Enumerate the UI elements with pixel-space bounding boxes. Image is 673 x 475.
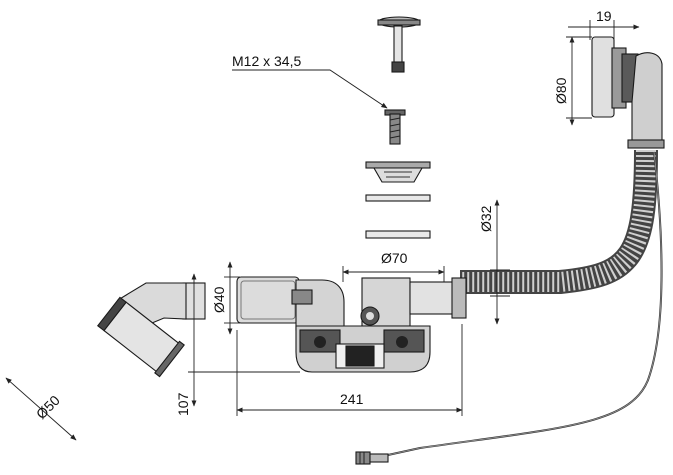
drain-diameter-dimension: Ø50 (5, 377, 77, 441)
length-dimension: 241 (236, 324, 463, 416)
length-label: 241 (340, 391, 364, 407)
drain-body (236, 276, 467, 373)
height-dimension: 107 (175, 273, 300, 416)
standpipe-dia-label: Ø32 (478, 205, 494, 232)
screw (384, 109, 406, 145)
overflow-depth-dimension: 19 (568, 8, 640, 40)
cable-end-connector (355, 451, 389, 465)
gasket-lower (365, 230, 431, 239)
gasket-upper (365, 194, 431, 202)
angled-outlet-pipe (96, 282, 206, 378)
thread-callout: M12 x 34,5 (232, 53, 388, 109)
overflow-unit (591, 36, 665, 149)
height-label: 107 (175, 392, 191, 416)
outlet-diameter-dimension: Ø40 (211, 261, 240, 335)
plug-dia-label: Ø70 (381, 250, 408, 266)
overflow-dia-label: Ø80 (553, 77, 569, 104)
outlet-dia-label: Ø40 (211, 286, 227, 313)
overflow-diameter-dimension: Ø80 (553, 36, 592, 126)
thread-label: M12 x 34,5 (232, 53, 301, 69)
plug-stopper (377, 16, 421, 73)
drain-dia-label: Ø50 (33, 392, 63, 422)
standpipe-diameter-dimension: Ø32 (478, 199, 510, 325)
overflow-depth-label: 19 (596, 8, 612, 24)
strainer (365, 161, 431, 183)
plug-diameter-dimension: Ø70 (342, 250, 445, 282)
